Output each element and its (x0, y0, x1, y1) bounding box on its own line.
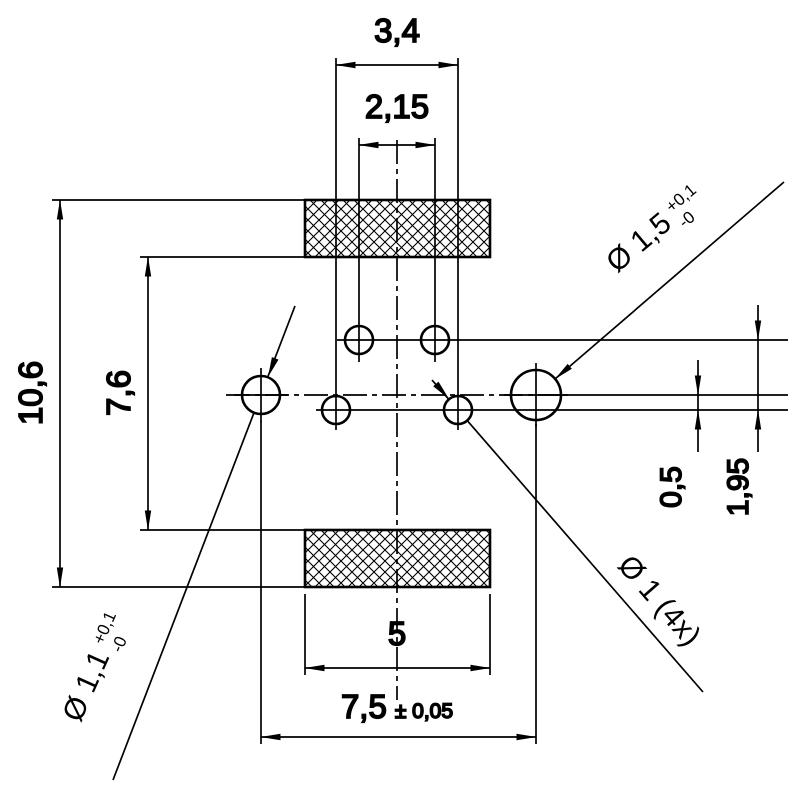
leader-d11-arrow (268, 357, 279, 377)
dim-7-5: 7,5 ± 0,05 (260, 421, 537, 744)
hole-row-lines (316, 339, 788, 411)
dim-0-5: 0,5 (654, 360, 702, 509)
dim-2-15: 2,15 (358, 87, 436, 362)
dim-7-6: 7,6 (99, 256, 305, 531)
dim-7-5-tolerance: ± 0,05 (395, 700, 453, 723)
dim-10-6-label: 10,6 (12, 361, 49, 425)
leader-d1-arrow (433, 381, 449, 399)
dim-7-6-extension (140, 256, 305, 531)
hole-cross-ticks (234, 363, 568, 427)
leader-d1-line (431, 379, 704, 693)
dim-1-95: 1,95 (721, 305, 762, 517)
leader-arrowheads (268, 357, 449, 399)
dim-7-6-label: 7,6 (100, 370, 137, 416)
leader-d11-tol-minus: -0 (107, 634, 131, 656)
dim-10-6: 10,6 (11, 199, 305, 588)
leader-d15-line (554, 181, 785, 380)
leader-d11-text: Ø 1,1 (56, 646, 116, 726)
leader-d15-text: Ø 1,5 (600, 207, 677, 279)
dim-2-15-extension (358, 138, 436, 362)
dim-5-extension (304, 594, 491, 675)
reference-lines (316, 339, 788, 411)
dim-7-5-extension (260, 421, 537, 744)
leader-labels: Ø 1,5 +0,1 -0 Ø 1,1 +0,1 -0 Ø 1 (4x) (56, 180, 707, 727)
leader-d1-label: Ø 1 (4x) (611, 549, 707, 652)
dim-7-5-label: 7,5 ± 0,05 (341, 688, 453, 725)
leader-d1-text: Ø 1 (4x) (611, 549, 707, 652)
dim-0-5-label: 0,5 (655, 466, 688, 508)
dim-3-4-label: 3,4 (374, 12, 420, 49)
dim-1-95-label: 1,95 (722, 458, 755, 516)
dim-3-4: 3,4 (335, 11, 459, 430)
dim-5-label: 5 (388, 615, 406, 652)
dim-10-6-extension (52, 199, 305, 588)
leader-d15-label: Ø 1,5 +0,1 -0 (600, 180, 700, 279)
dim-2-15-label: 2,15 (365, 88, 429, 125)
cross-ticks (234, 363, 568, 427)
leader-d11-label: Ø 1,1 +0,1 -0 (56, 609, 131, 727)
dim-3-4-extension (335, 58, 459, 430)
dim-7-5-value: 7,5 (341, 688, 387, 725)
